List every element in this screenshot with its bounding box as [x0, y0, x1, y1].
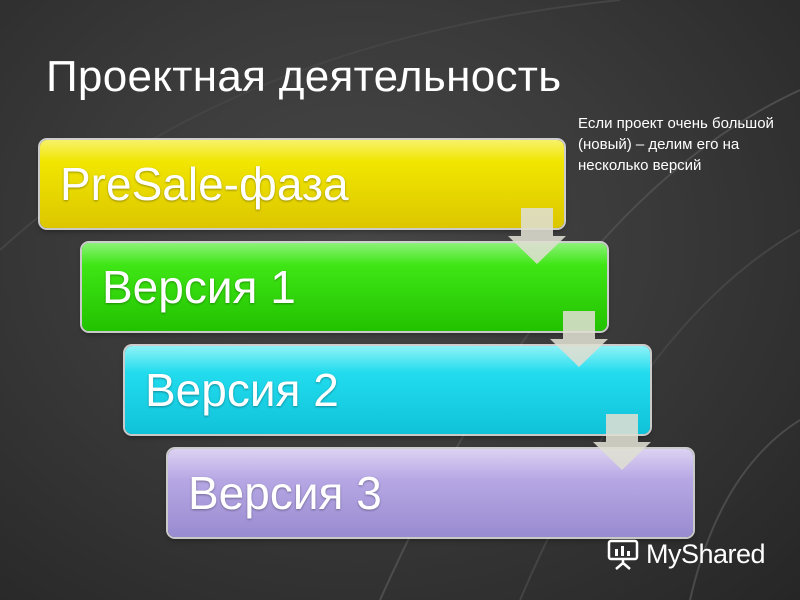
step-label: Версия 3	[188, 467, 382, 519]
step-version-2: Версия 2	[125, 346, 650, 434]
down-arrow-icon	[508, 208, 566, 264]
step-version-3: Версия 3	[168, 449, 693, 537]
step-label: Версия 1	[102, 261, 296, 313]
step-version-1: Версия 1	[82, 243, 607, 331]
watermark-text: MyShared	[646, 538, 766, 569]
presentation-icon	[607, 539, 639, 570]
watermark-logo: MyShared	[606, 537, 766, 571]
down-arrow-icon	[593, 414, 651, 470]
step-label: PreSale-фаза	[60, 158, 349, 210]
slide-note: Если проект очень большой (новый) – дели…	[578, 115, 774, 174]
slide-title: Проектная деятельность	[46, 52, 562, 101]
down-arrow-icon	[550, 311, 608, 367]
step-label: Версия 2	[145, 364, 339, 416]
step-presale: PreSale-фаза	[40, 140, 564, 228]
